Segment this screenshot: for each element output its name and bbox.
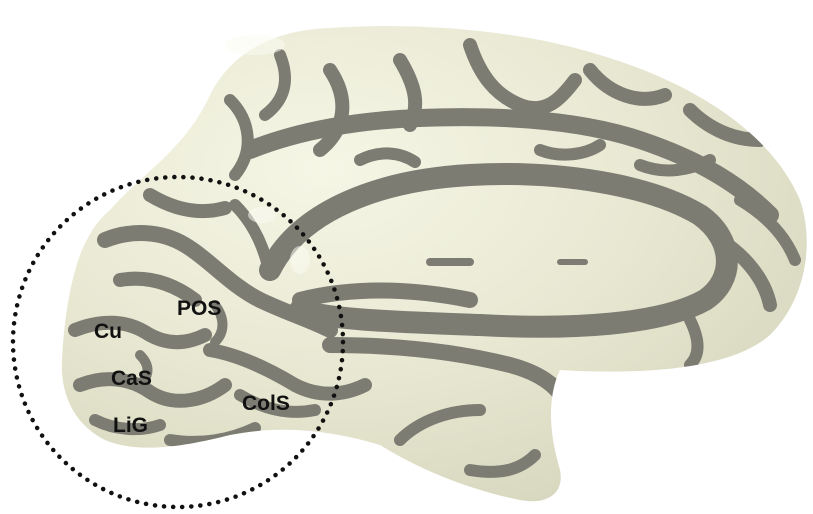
- label-lig: LiG: [113, 414, 148, 437]
- label-cu: Cu: [94, 320, 122, 343]
- label-cols: ColS: [242, 392, 290, 415]
- label-pos: POS: [177, 297, 221, 320]
- label-cas: CaS: [111, 367, 152, 390]
